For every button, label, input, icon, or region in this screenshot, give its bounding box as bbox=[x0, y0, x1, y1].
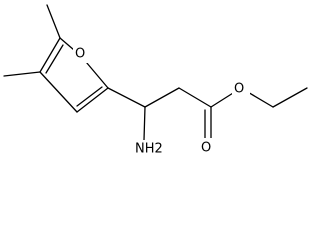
ring-oxygen-label: O bbox=[75, 47, 85, 62]
bond-c4-methyl bbox=[3, 71, 41, 77]
bond-c5-methyl bbox=[46, 4, 61, 39]
amino-group: NH2 bbox=[133, 140, 165, 158]
bond-ch2-ch3 bbox=[272, 87, 308, 108]
bond-c2-ch bbox=[107, 87, 146, 108]
bond-c4-c5 bbox=[39, 37, 61, 73]
ring-oxygen-atom: O bbox=[73, 45, 89, 63]
bond-ch-ch2 bbox=[144, 87, 180, 108]
bond-c2-c3 bbox=[76, 87, 109, 113]
bond-c4-c5-double bbox=[45, 44, 64, 74]
furan-ring bbox=[39, 37, 109, 113]
ester-oxygen-atom: O bbox=[232, 80, 250, 98]
bond-c2-c3-double bbox=[76, 86, 103, 107]
bond-c3-c4 bbox=[39, 71, 78, 113]
carbonyl-oxygen-atom: O bbox=[199, 138, 217, 158]
bond-ch2-carbonyl bbox=[178, 87, 212, 108]
amino-label: NH2 bbox=[135, 142, 163, 157]
ester-oxygen-label: O bbox=[234, 82, 244, 97]
carbonyl-oxygen-label: O bbox=[201, 141, 211, 156]
structure-diagram: O NH2 O O bbox=[3, 4, 308, 158]
bond-ch-nh2 bbox=[143, 106, 146, 141]
